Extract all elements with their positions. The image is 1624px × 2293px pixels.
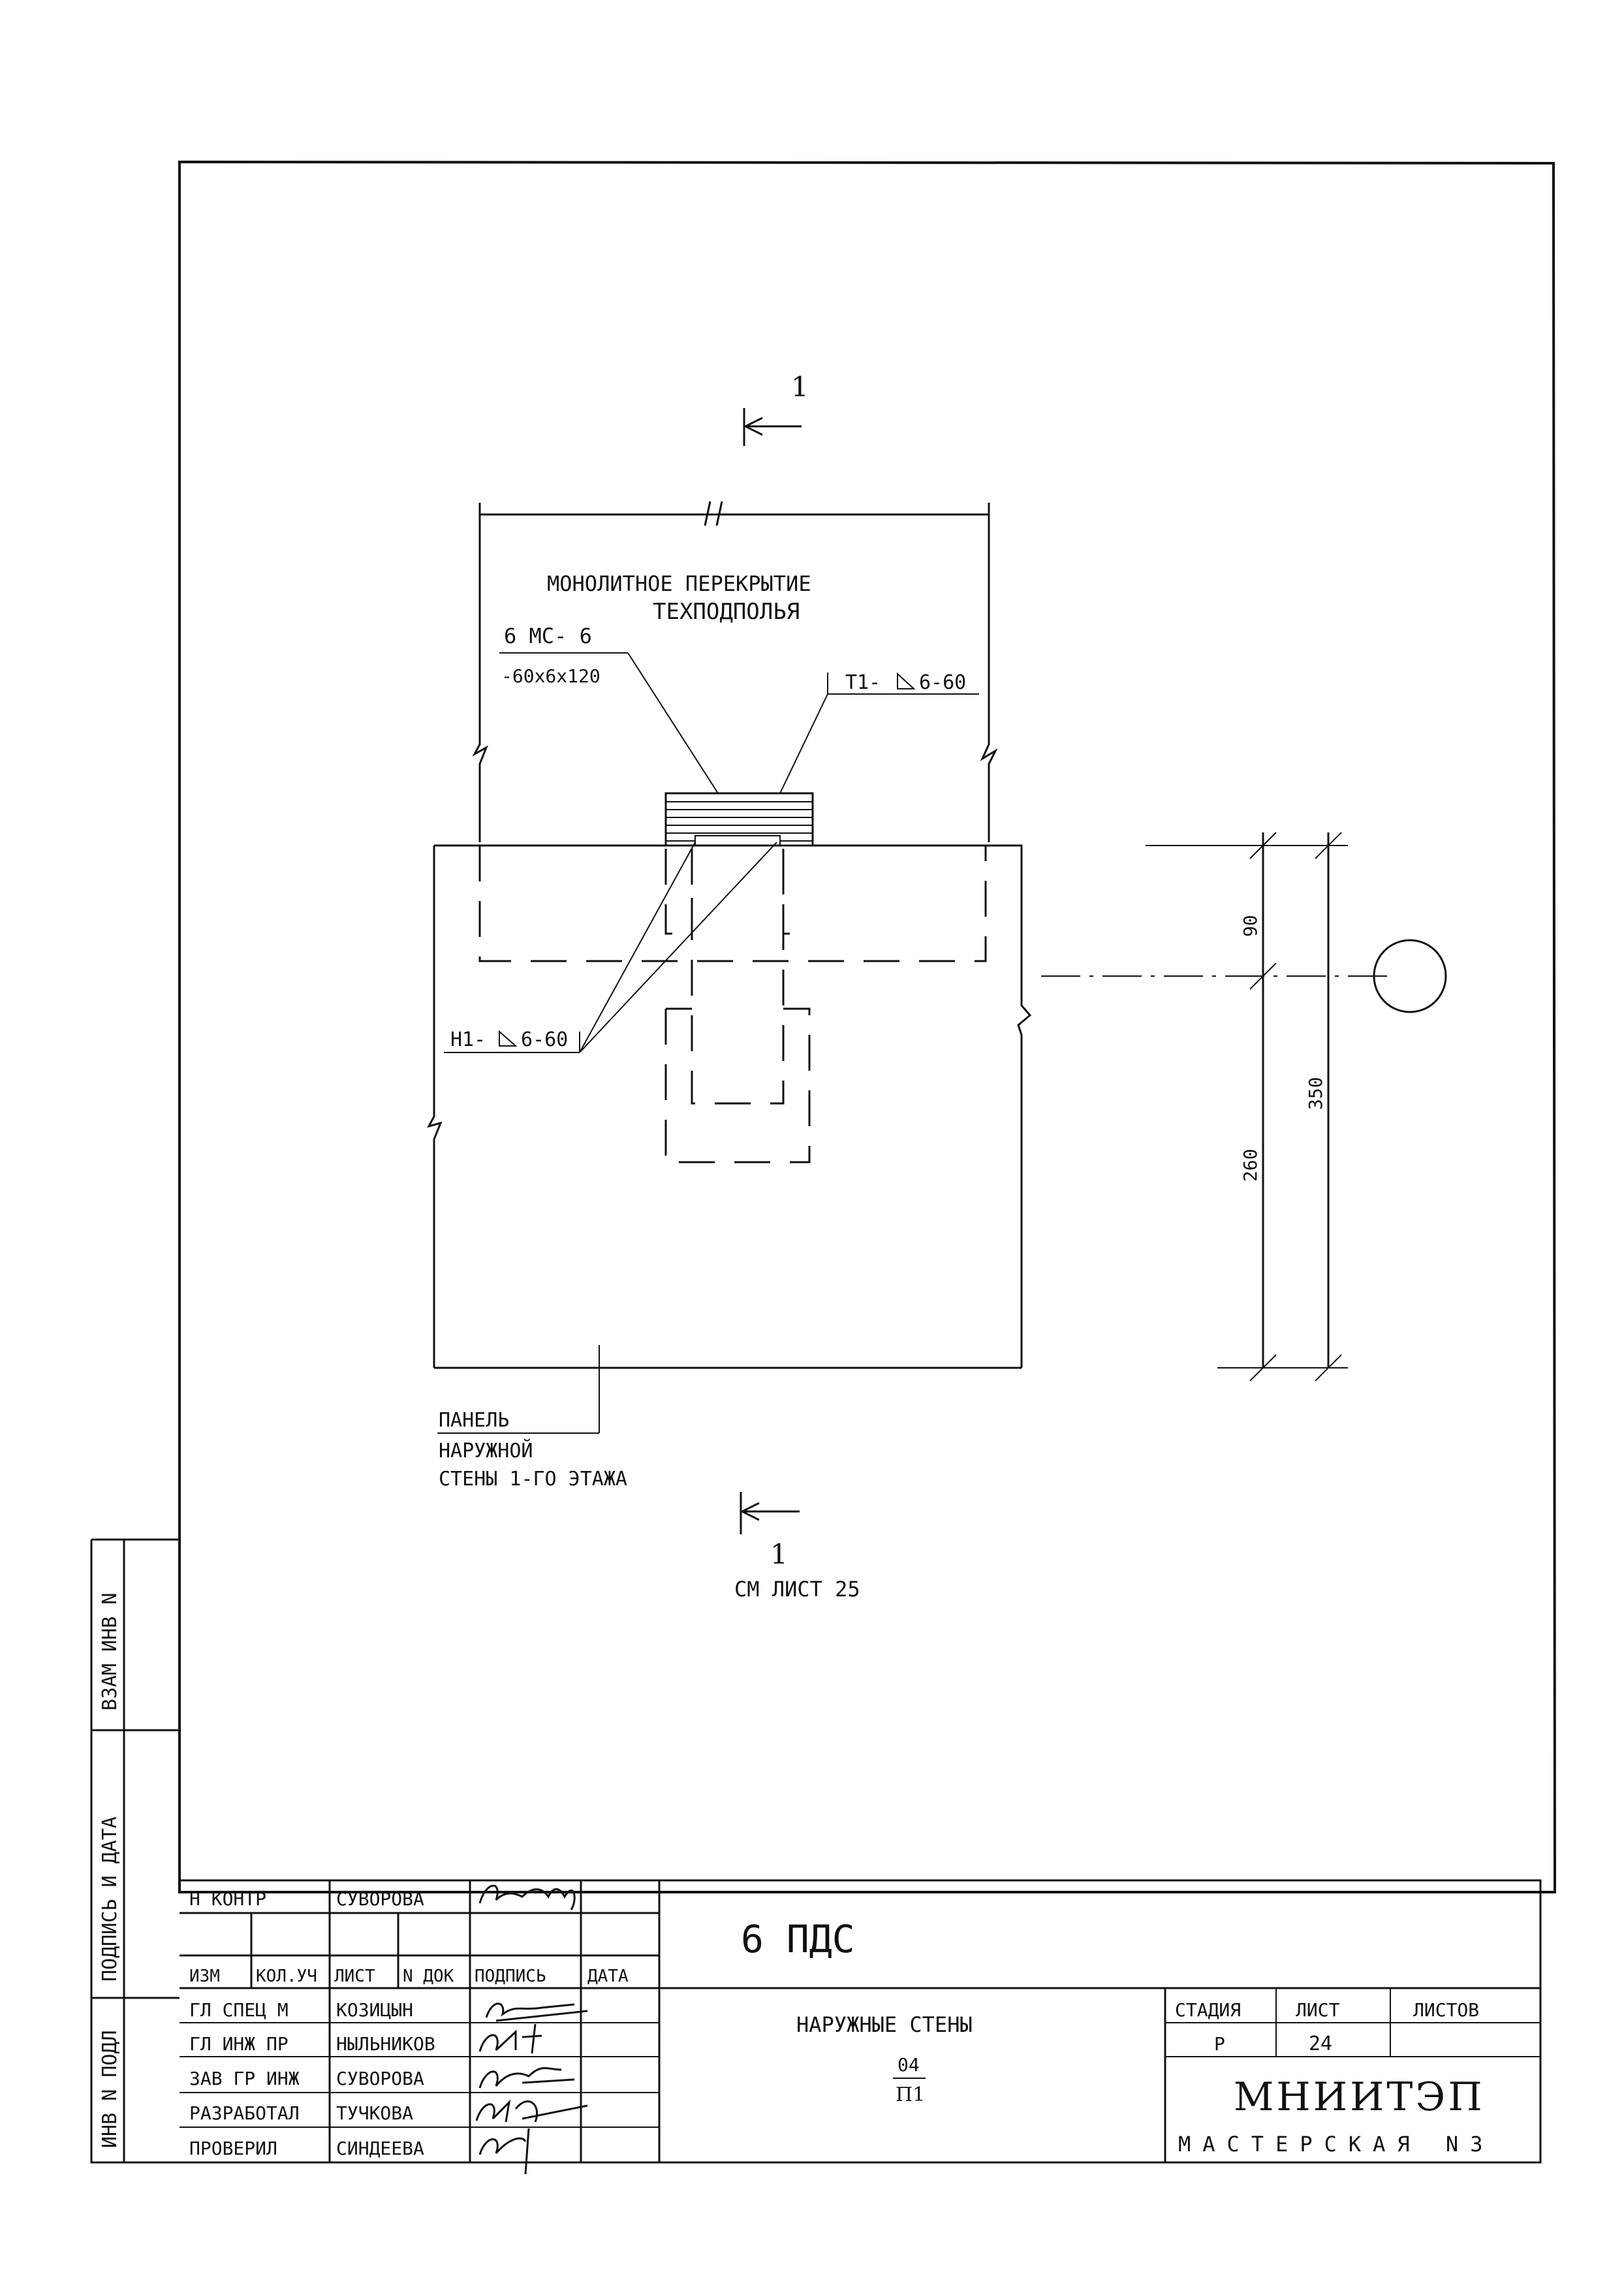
panel-right-edge [434, 844, 1032, 1368]
drawing-title: НАРУЖНЫЕ СТЕНЫ [796, 2012, 973, 2037]
title-block [180, 1879, 1542, 2164]
drawing-code: 6 ПДС [741, 1917, 855, 1961]
break-mark [480, 501, 989, 526]
svg-text:ДАТА: ДАТА [587, 1967, 629, 1986]
svg-text:ЛИСТ: ЛИСТ [334, 1967, 375, 1986]
workshop: МАСТЕРСКАЯ N3 [1178, 2132, 1494, 2157]
element-hidden [691, 849, 785, 1105]
slab-left-edge [472, 503, 488, 842]
panel-label: ПАНЕЛЬ НАРУЖНОЙ СТЕНЫ 1-ГО ЭТАЖА [437, 1345, 627, 1491]
slab-hidden [478, 846, 987, 962]
sheets-label: ЛИСТОВ [1413, 1999, 1479, 2021]
fraction-top: 04 [898, 2054, 920, 2076]
role-4: ЗАВ ГР ИНЖ [189, 2068, 300, 2089]
svg-text:ИЗМ: ИЗМ [189, 1967, 220, 1986]
svg-text:ПОДПИСЬ И ДАТА: ПОДПИСЬ И ДАТА [99, 1816, 121, 1982]
slab-right-edge [980, 503, 998, 842]
role-2: ГЛ СПЕЦ М [189, 1999, 289, 2021]
dim-350: 350 [1305, 1077, 1326, 1110]
mc-label: 6 МС- 6 [504, 624, 592, 648]
role-3: ГЛ ИНЖ ПР [189, 2033, 289, 2055]
sheet-value: 24 [1309, 2032, 1332, 2055]
svg-text:N ДОК: N ДОК [403, 1967, 454, 1986]
sheet-frame [178, 160, 1557, 1893]
svg-text:ПАНЕЛЬ: ПАНЕЛЬ [439, 1409, 509, 1432]
svg-text:6-60: 6-60 [919, 671, 966, 694]
name-1: СУВОРОВА [336, 1888, 424, 1910]
name-6: СИНДЕЕВА [336, 2138, 424, 2159]
stage-value: Р [1214, 2033, 1225, 2055]
svg-text:ИНВ N ПОДЛ: ИНВ N ПОДЛ [99, 2030, 121, 2148]
margin-stamps: ВЗАМ ИНВ N ПОДПИСЬ И ДАТА ИНВ N ПОДЛ [90, 1538, 180, 2164]
weld-h1-label: Н1- 6-60 [444, 842, 777, 1053]
role-1: Н КОНТР [189, 1888, 266, 1910]
svg-text:ВЗАМ ИНВ N: ВЗАМ ИНВ N [99, 1592, 121, 1711]
dim-260: 260 [1240, 1148, 1261, 1182]
slab-label-1: МОНОЛИТНОЕ ПЕРЕКРЫТИЕ [547, 571, 811, 596]
mc-size: -60x6x120 [501, 665, 601, 687]
dimension-chain: 90 260 350 [1146, 832, 1348, 1382]
signatures [475, 1884, 588, 2175]
section-marker-top: 1 [743, 371, 809, 446]
stage-label: СТАДИЯ [1175, 1999, 1241, 2021]
fraction-bottom: П1 [896, 2083, 925, 2106]
section-number-top: 1 [791, 371, 809, 403]
svg-text:НАРУЖНОЙ: НАРУЖНОЙ [439, 1439, 533, 1463]
sheet-label: ЛИСТ [1296, 1999, 1340, 2021]
see-sheet-ref: СМ ЛИСТ 25 [734, 1577, 860, 1602]
organization: МНИИТЭП [1234, 2074, 1485, 2120]
role-6: ПРОВЕРИЛ [189, 2138, 277, 2159]
axis-bubble [1373, 939, 1447, 1013]
svg-text:КОЛ.УЧ: КОЛ.УЧ [256, 1967, 317, 1986]
name-4: СУВОРОВА [336, 2068, 424, 2089]
svg-text:ПОДПИСЬ: ПОДПИСЬ [475, 1967, 546, 1986]
header-row: ИЗМ КОЛ.УЧ ЛИСТ N ДОК ПОДПИСЬ ДАТА [189, 1967, 629, 1986]
dim-90: 90 [1240, 915, 1261, 937]
svg-text:Н1-: Н1- [450, 1028, 486, 1051]
svg-text:6-60: 6-60 [521, 1028, 568, 1051]
role-5: РАЗРАБОТАЛ [189, 2102, 300, 2124]
weld-t1-label: Т1- 6-60 [779, 671, 979, 794]
name-5: ТУЧКОВА [336, 2102, 413, 2124]
name-3: НЫЛЬНИКОВ [336, 2033, 435, 2055]
mc-leader [627, 652, 719, 794]
svg-text:СТЕНЫ 1-ГО ЭТАЖА: СТЕНЫ 1-ГО ЭТАЖА [439, 1468, 627, 1491]
svg-text:Т1-: Т1- [845, 671, 881, 694]
svg-text:1: 1 [770, 1538, 788, 1570]
panel-left-edge [427, 846, 443, 1368]
embedded-plate [664, 792, 814, 847]
section-marker-bottom: 1 СМ ЛИСТ 25 [734, 1492, 860, 1602]
slab-label-2: ТЕХПОДПОЛЬЯ [653, 599, 800, 625]
name-2: КОЗИЦЫН [336, 1999, 413, 2021]
